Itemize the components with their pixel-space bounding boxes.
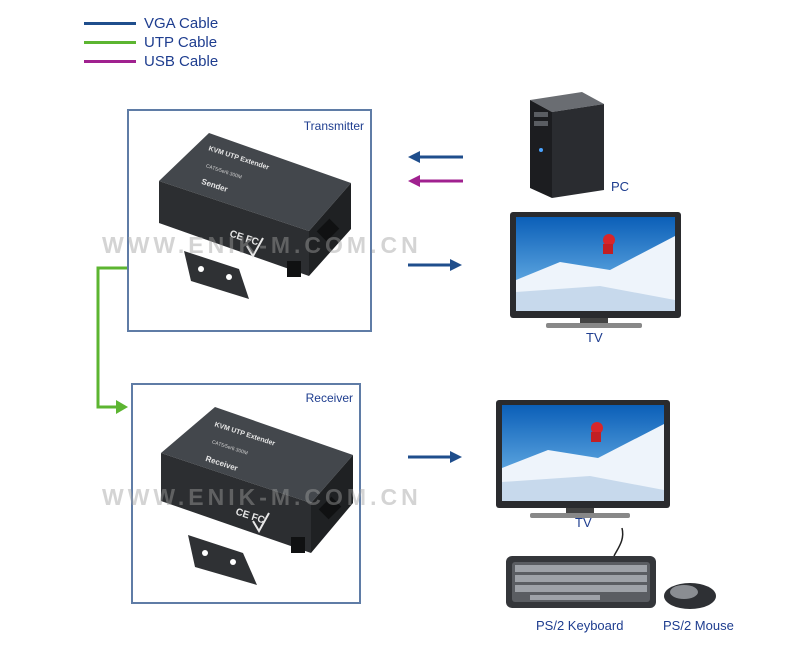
receiver-panel: Receiver KVM UTP Extender CAT5/5e/6 300M… — [131, 383, 361, 604]
receiver-device-image — [161, 407, 353, 585]
legend-usb-line — [84, 59, 136, 63]
watermark-bottom: WWW.ENIK-M.COM.CN — [102, 484, 422, 510]
legend-usb: USB Cable — [84, 52, 218, 70]
transmitter-panel: Transmitter KVM UTP Extender CAT5/5e/6 3… — [127, 109, 372, 332]
watermark-top: WWW.ENIK-M.COM.CN — [102, 232, 422, 258]
pc-caption: PC — [611, 179, 630, 194]
transmitter-device-image — [159, 133, 351, 299]
keyboard-caption: PS/2 Keyboard — [536, 618, 624, 633]
tv2-caption: TV — [575, 515, 592, 530]
receiver-title: Receiver — [305, 391, 353, 405]
legend-usb-label: USB Cable — [144, 52, 219, 70]
legend-utp-label: UTP Cable — [144, 33, 218, 51]
mouse-caption: PS/2 Mouse — [663, 618, 734, 633]
legend-vga-line — [84, 21, 136, 25]
legend-vga-label: VGA Cable — [144, 14, 219, 32]
legend-utp-line — [84, 40, 136, 44]
transmitter-title: Transmitter — [303, 119, 364, 133]
tv1-caption: TV — [586, 330, 603, 345]
legend-vga: VGA Cable — [84, 14, 218, 32]
legend-utp: UTP Cable — [84, 33, 217, 51]
